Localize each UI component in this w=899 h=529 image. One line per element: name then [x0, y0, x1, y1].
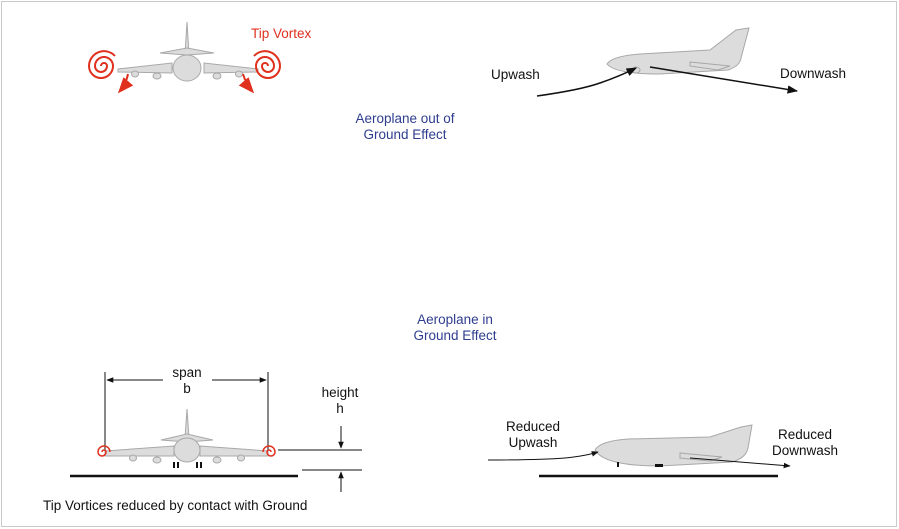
front-view-aircraft-top	[117, 21, 259, 82]
tip-vortices-caption: Tip Vortices reduced by contact with Gro…	[43, 498, 308, 513]
reduced-tip-vortex-right	[262, 445, 276, 457]
reduced-downwash-line-2: Downwash	[771, 443, 839, 458]
height-dimension	[278, 426, 362, 492]
height-symbol: h	[336, 401, 344, 416]
reduced-downwash-arrow	[689, 457, 791, 469]
span-label: span b	[162, 365, 212, 397]
reduced-upwash-label: Reduced Upwash	[493, 419, 573, 451]
side-view-aircraft-top	[606, 27, 750, 75]
upwash-arrow	[536, 67, 637, 97]
front-view-aircraft-bottom	[104, 408, 269, 464]
reduced-upwash-line-2: Upwash	[508, 435, 558, 450]
caption-line-1: Aeroplane in	[417, 312, 493, 327]
span-dimension	[104, 372, 269, 450]
height-label: height h	[310, 385, 370, 417]
span-symbol: b	[183, 381, 191, 396]
tip-vortex-left	[87, 50, 134, 94]
tip-vortex-label: Tip Vortex	[251, 26, 312, 41]
reduced-tip-vortex-left	[97, 445, 111, 457]
caption-line-2: Ground Effect	[413, 328, 497, 343]
caption-in-ground-effect: Aeroplane in Ground Effect	[380, 312, 530, 344]
side-view-aircraft-bottom	[594, 424, 753, 467]
upwash-label: Upwash	[491, 67, 540, 82]
downwash-arrow	[649, 66, 799, 94]
downwash-label: Downwash	[780, 66, 847, 81]
reduced-upwash-arrow	[487, 451, 599, 461]
reduced-downwash-line-1: Reduced	[777, 427, 833, 442]
reduced-downwash-label: Reduced Downwash	[760, 427, 850, 459]
side-gear	[617, 462, 663, 467]
caption-line-1: Aeroplane out of	[355, 111, 455, 126]
landing-gear	[173, 462, 202, 468]
span-text: span	[172, 365, 202, 380]
height-text: height	[321, 385, 359, 400]
caption-out-of-ground-effect: Aeroplane out of Ground Effect	[330, 111, 480, 143]
tip-vortex-right	[238, 50, 282, 94]
caption-line-2: Ground Effect	[363, 127, 447, 142]
reduced-upwash-line-1: Reduced	[505, 419, 561, 434]
